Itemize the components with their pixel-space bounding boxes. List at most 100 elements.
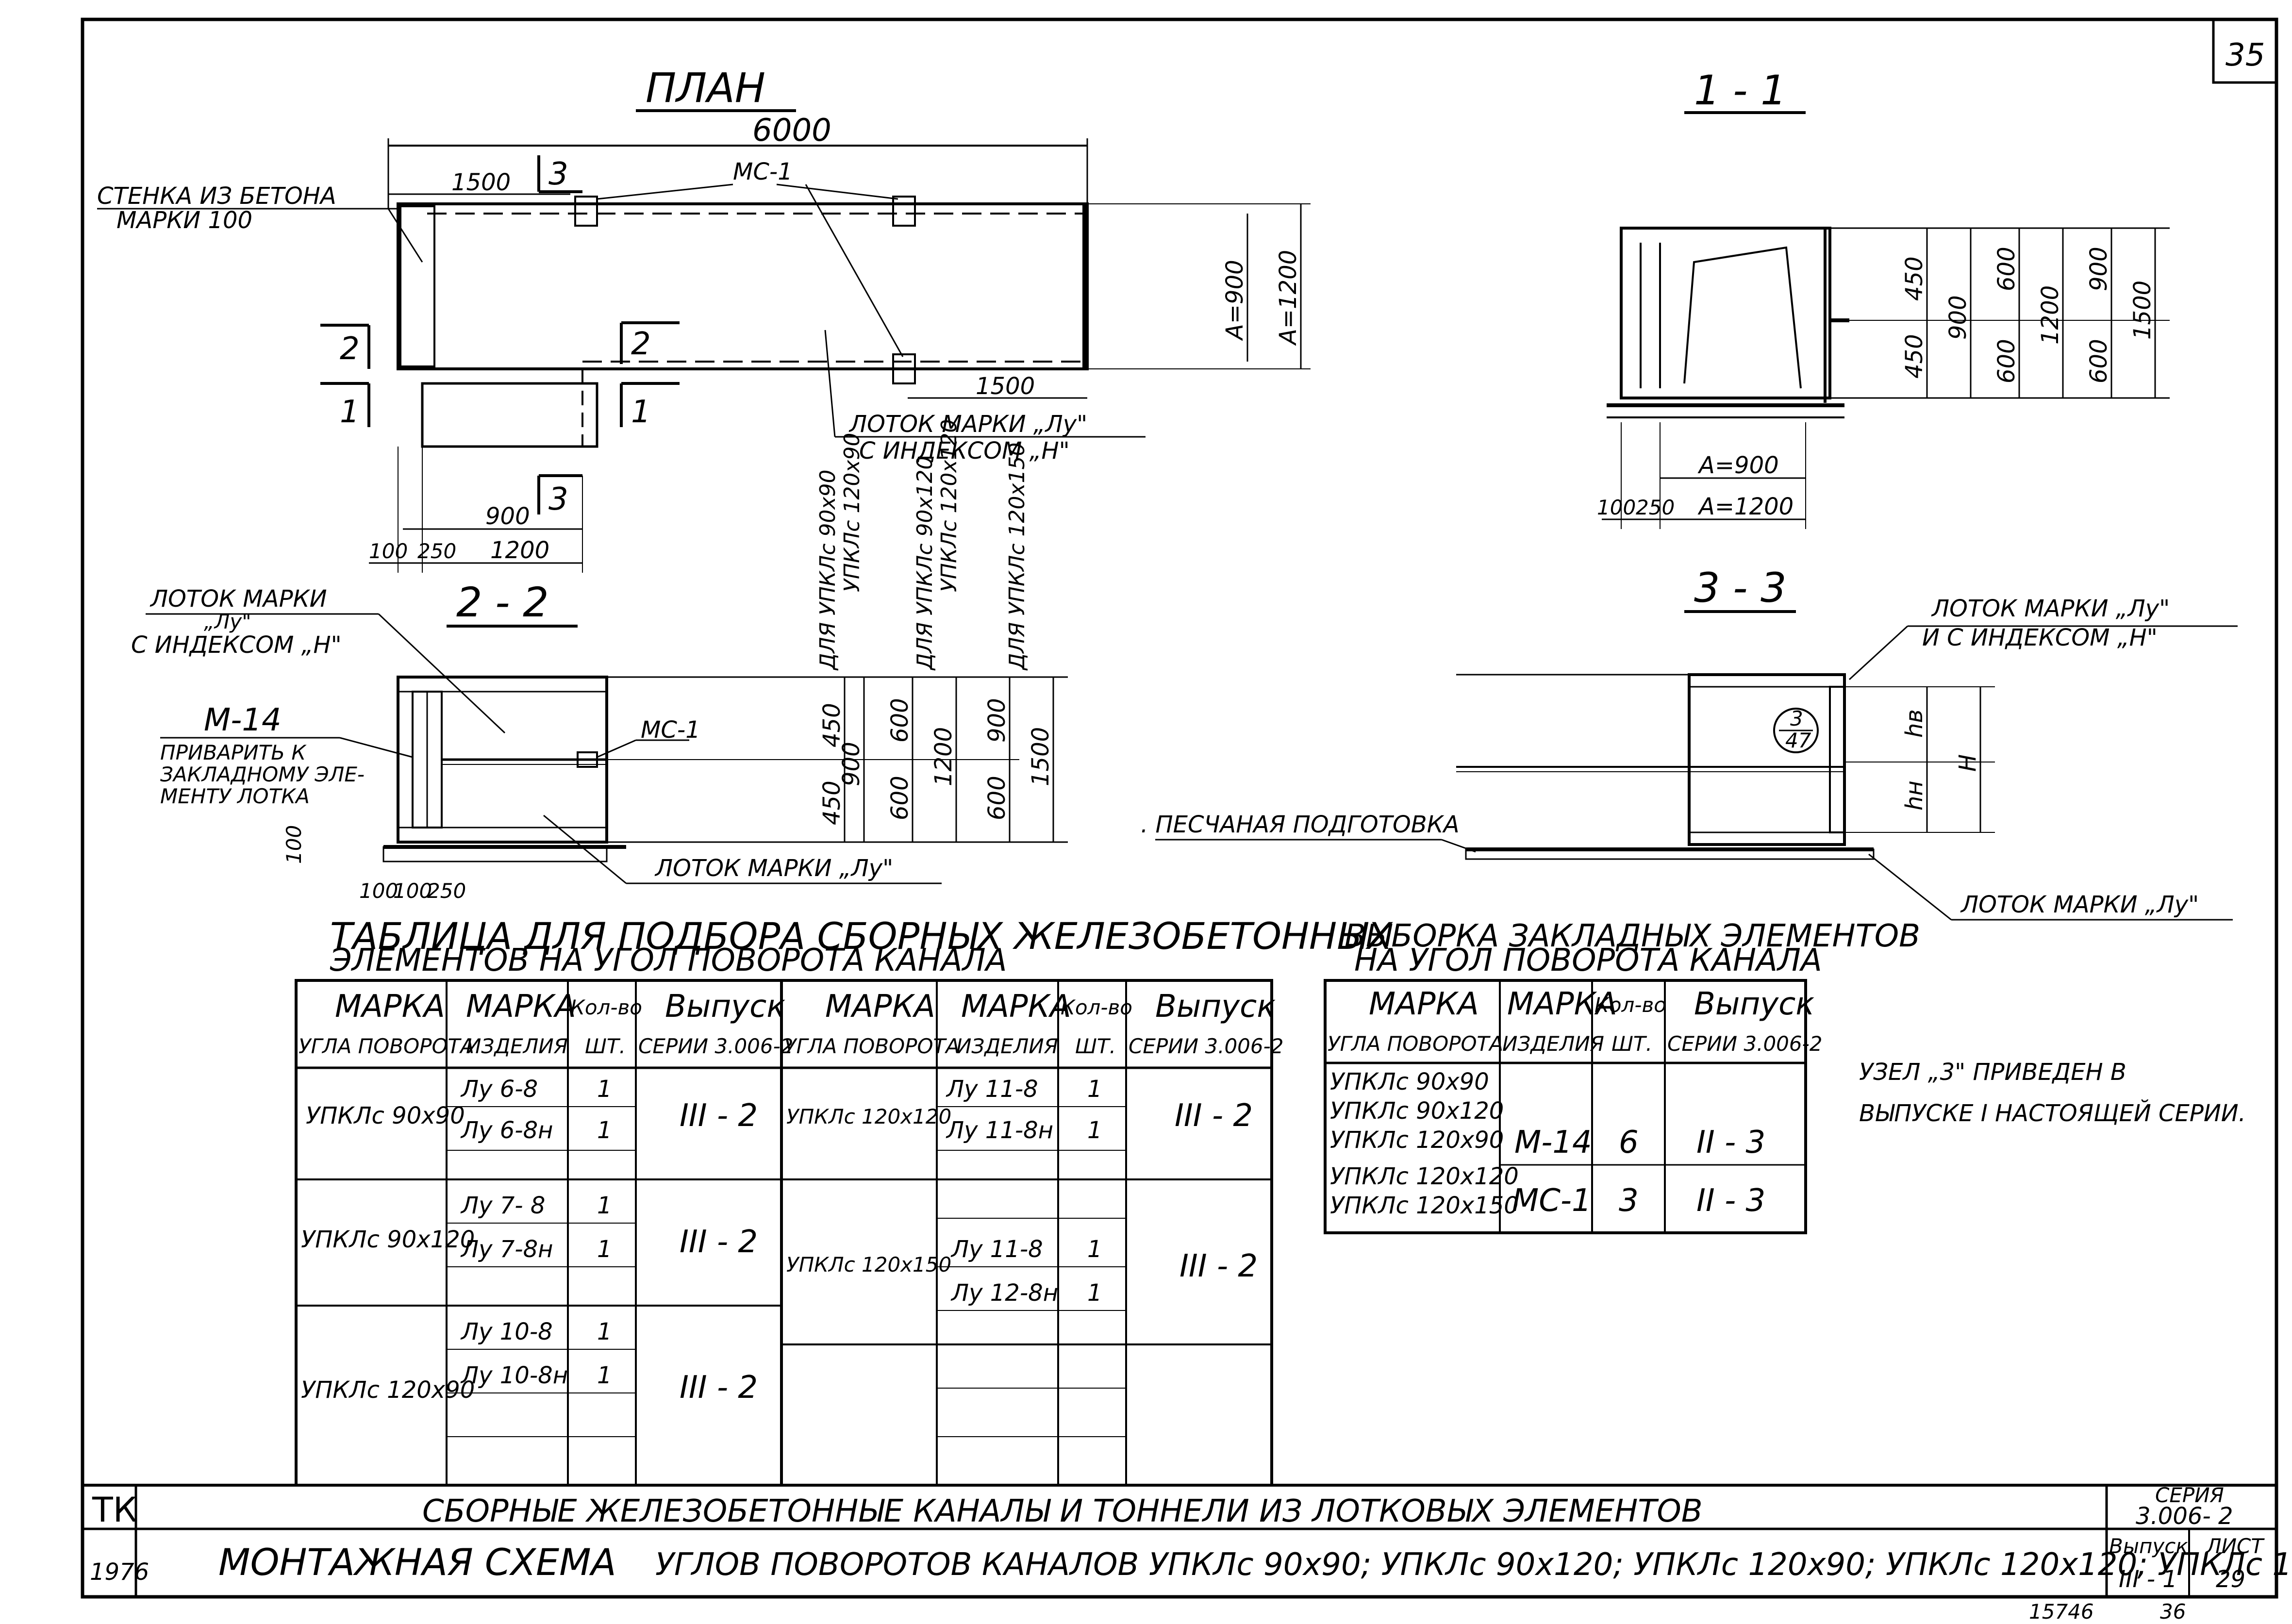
t2-h-issue-sub: СЕРИИ 3.006-2 [1667, 1032, 1823, 1056]
t1-r1-item0: Лу 11-8 [950, 1236, 1043, 1263]
s11-a1200: A=1200 [1697, 493, 1794, 520]
tb-sheet: 29 [2216, 1566, 2245, 1593]
s22-weld-2: ЗАКЛАДНОМУ ЭЛЕ- [160, 762, 365, 786]
tb-bottom-code: 15746 [2029, 1600, 2094, 1624]
plan-channel [397, 202, 1089, 370]
t1-h-mark-r: МАРКА [825, 989, 935, 1025]
t1-l0-mark: УПКЛс 90x90 [306, 1102, 465, 1129]
t1-l2-qty1: 1 [597, 1362, 612, 1389]
vertical-labels: ДЛЯ УПКЛс 90x90 УПКЛс 120x90 ДЛЯ УПКЛс 9… [815, 419, 1030, 671]
s11-dim-600b: 600 [1993, 339, 2020, 383]
t2-r1-item: МС-1 [1512, 1183, 1592, 1219]
s11-d250: 250 [1636, 496, 1675, 519]
plan-cut-2: 2 [340, 331, 360, 367]
s22-dim-1500: 1500 [1027, 727, 1054, 786]
s22-tray1-a: ЛОТОК МАРКИ [149, 585, 327, 613]
s22-tray1-b: „Лу" [204, 610, 251, 633]
vlabel-1: ДЛЯ УПКЛс 90x90 [815, 470, 840, 671]
s22-dim-450b: 450 [818, 780, 846, 825]
tb-issue-label: Выпуск [2109, 1534, 2188, 1558]
plan-mc1: МС-1 [733, 158, 793, 185]
tb-issue: III - 1 [2119, 1566, 2177, 1593]
t1-l0-qty1: 1 [597, 1117, 612, 1144]
t2-r1-issue: II - 3 [1696, 1183, 1765, 1219]
s22-d100: 100 [282, 825, 306, 864]
t1-l2-item0: Лу 10-8 [460, 1318, 553, 1345]
s33-tray1-b: И С ИНДЕКСОМ „Н" [1922, 624, 2158, 651]
t1-h-mark-sub: УГЛА ПОВОРОТА [299, 1034, 474, 1058]
s33-node-top: 3 [1790, 707, 1803, 730]
t1-h-qty-sub-r: ШТ. [1075, 1034, 1116, 1058]
t1-h-qty: Кол-во [570, 995, 642, 1019]
plan-cut-3b: 3 [548, 481, 568, 517]
tb-line2-rest: УГЛОВ ПОВОРОТОВ КАНАЛОВ УПКЛс 90x90; УПК… [655, 1547, 2292, 1583]
tb-bottom-num: 36 [2160, 1600, 2186, 1624]
t1-r1-qty0: 1 [1087, 1236, 1102, 1263]
t1-l2-qty0: 1 [597, 1318, 612, 1345]
s22-dim-600b: 600 [886, 776, 913, 820]
t1-r1-issue: III - 2 [1179, 1248, 1258, 1284]
s11-a900: A=900 [1697, 452, 1779, 479]
t2-r1-qty: 3 [1619, 1183, 1639, 1219]
t2-h-qty-sub: ШТ. [1611, 1032, 1652, 1056]
t1-r0-qty1: 1 [1087, 1117, 1102, 1144]
s22-dim-1200: 1200 [930, 727, 957, 786]
table-1: ТАБЛИЦА ДЛЯ ПОДБОРА СБОРНЫХ ЖЕЛЕЗОБЕТОНН… [295, 914, 1393, 1487]
tb-line2-main: МОНТАЖНАЯ СХЕМА [218, 1541, 616, 1584]
tb-tk: ТК [92, 1490, 137, 1530]
s33-hn: hн [1901, 780, 1928, 811]
s22-dim-600c: 600 [983, 776, 1011, 820]
s22-tray1-c: С ИНДЕКСОМ „Н" [131, 631, 342, 659]
table-2: ВЫБОРКА ЗАКЛАДНЫХ ЭЛЕМЕНТОВ НА УГОЛ ПОВО… [1324, 918, 1920, 1234]
plan-cut-2b: 2 [631, 326, 651, 362]
tb-line1: СБОРНЫЕ ЖЕЛЕЗОБЕТОННЫЕ КАНАЛЫ И ТОННЕЛИ … [422, 1493, 1703, 1529]
t2-r1-mark1: УПКЛс 120x150 [1330, 1192, 1519, 1219]
t1-r0-item0: Лу 11-8 [946, 1076, 1038, 1103]
plan-dim-a1200: A=1200 [1275, 250, 1302, 346]
s22-m14: М-14 [204, 702, 282, 738]
s22-d100a: 100 [359, 879, 398, 903]
plan-dim-900: 900 [485, 503, 530, 530]
tb-series: 3.006- 2 [2136, 1503, 2233, 1530]
t2-title-1: ВЫБОРКА ЗАКЛАДНЫХ ЭЛЕМЕНТОВ [1345, 918, 1920, 954]
t2-h-item-sub: ИЗДЕЛИЯ [1502, 1032, 1604, 1056]
t1-l1-mark: УПКЛс 90x120 [301, 1226, 475, 1253]
t1-r1-item1: Лу 12-8н [950, 1279, 1058, 1307]
t2-h-item: МАРКА [1507, 986, 1617, 1022]
s22-dim-600a: 600 [886, 698, 913, 743]
t2-r0-mark2: УПКЛс 120x90 [1330, 1127, 1504, 1154]
t2-r0-mark0: УПКЛс 90x90 [1330, 1068, 1489, 1095]
t1-l2-issue: III - 2 [680, 1370, 758, 1406]
t1-l2-mark: УПКЛс 120x90 [301, 1376, 475, 1404]
t1-l0-item0: Лу 6-8 [460, 1076, 538, 1103]
sheet-number: 35 [2226, 37, 2265, 73]
t1-l1-issue: III - 2 [680, 1224, 758, 1260]
plan-wall-label-2: МАРКИ 100 [116, 207, 252, 234]
t2-h-mark: МАРКА [1369, 986, 1479, 1022]
vlabel-3: ДЛЯ УПКЛс 90x120 [913, 456, 937, 671]
s33-tray2: ЛОТОК МАРКИ „Лу" [1960, 891, 2199, 918]
t1-h-item: МАРКА [466, 989, 576, 1025]
plan-dim-1200: 1200 [490, 537, 549, 564]
t2-r0-item: М-14 [1514, 1125, 1592, 1160]
s22-dim-900b: 900 [983, 698, 1011, 743]
plan-tray-label-2: С ИНДЕКСОМ „Н" [859, 437, 1070, 464]
plan-dim-a900: A=900 [1221, 260, 1248, 341]
s33-node-bottom: 47 [1785, 729, 1811, 752]
t1-title-1: ТАБЛИЦА ДЛЯ ПОДБОРА СБОРНЫХ ЖЕЛЕЗОБЕТОНН… [330, 914, 1393, 958]
plan-dim-6000: 6000 [752, 113, 831, 149]
t2-title-2: НА УГОЛ ПОВОРОТА КАНАЛА [1354, 943, 1822, 978]
t2-r0-mark1: УПКЛс 90x120 [1330, 1097, 1504, 1125]
plan-tray-label-1: ЛОТОК МАРКИ „Лу" [848, 411, 1087, 438]
plan-cut-3: 3 [548, 156, 568, 192]
s11-dim-1500: 1500 [2129, 281, 2156, 340]
t1-l0-issue: III - 2 [680, 1098, 758, 1134]
tb-series-label: СЕРИЯ [2155, 1483, 2224, 1507]
t1-l1-qty1: 1 [597, 1236, 612, 1263]
s22-dim-450a: 450 [818, 703, 846, 747]
t1-h-issue: Выпуск [665, 989, 785, 1025]
s11-dim-900: 900 [1944, 295, 1972, 340]
s11-d100: 100 [1597, 496, 1636, 519]
s11-dim-450b: 450 [1901, 334, 1928, 379]
